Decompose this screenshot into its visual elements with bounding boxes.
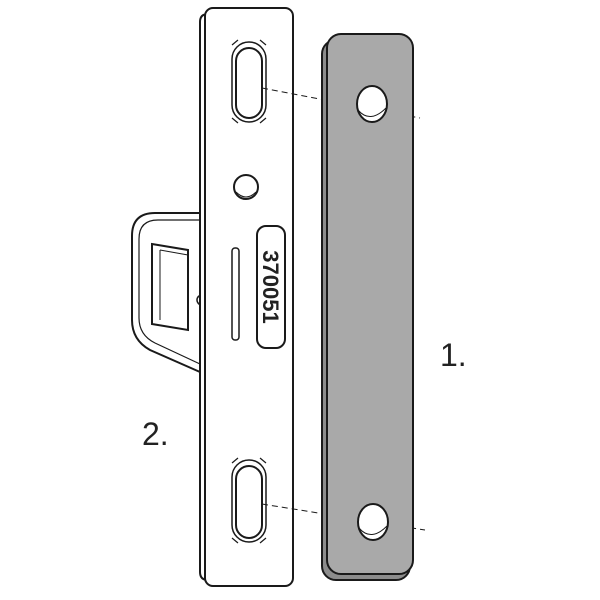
keeper-opening <box>151 242 189 332</box>
strike-plate-assembly: 370051 <box>131 7 294 587</box>
callout-part-2: 2. <box>142 416 169 452</box>
round-hole <box>233 174 259 200</box>
box-keep-bracket <box>131 212 208 373</box>
top-slot-hole <box>231 39 267 124</box>
narrow-slot <box>231 247 240 341</box>
callout-part-1: 1. <box>440 337 467 373</box>
strike-plate <box>204 7 294 587</box>
stamp-code: 370051 <box>258 250 283 323</box>
spacer-plate <box>321 33 414 581</box>
bottom-slot-hole <box>231 457 267 544</box>
stamp-panel: 370051 <box>256 225 286 349</box>
